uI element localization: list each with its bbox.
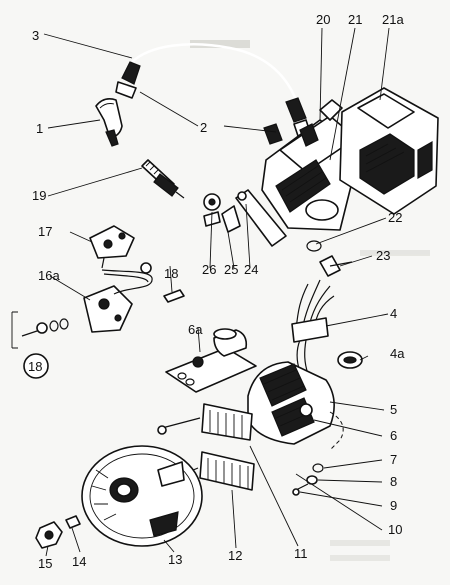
callout-1: 1 xyxy=(36,121,43,136)
washer xyxy=(312,463,324,473)
stator-plate xyxy=(247,361,344,451)
key xyxy=(65,515,81,529)
callout-15: 15 xyxy=(38,556,52,571)
nut xyxy=(35,521,63,549)
flywheel xyxy=(81,445,203,547)
callout-19: 19 xyxy=(32,188,46,203)
spark-plug-cap xyxy=(95,98,123,147)
callout-4a: 4a xyxy=(390,346,405,361)
grommet xyxy=(337,351,363,369)
spacer xyxy=(221,205,241,233)
callout-11: 11 xyxy=(294,546,308,561)
callout-23: 23 xyxy=(376,248,390,263)
callout-12: 12 xyxy=(228,548,242,563)
ring xyxy=(306,240,322,252)
nut-washer xyxy=(203,193,221,227)
callout-26: 26 xyxy=(202,262,216,277)
callout-24: 24 xyxy=(244,262,258,277)
screw xyxy=(292,483,309,496)
pole-shoe-left xyxy=(157,403,253,441)
screw-kit xyxy=(11,311,69,379)
callout-2: 2 xyxy=(200,120,207,135)
callout-8: 8 xyxy=(390,474,397,489)
callout-16a: 17 xyxy=(38,224,52,239)
callout-14: 14 xyxy=(72,554,86,569)
coil-cover xyxy=(339,87,439,215)
lubrication-felt xyxy=(163,289,185,303)
callout-17: 18 xyxy=(164,266,178,281)
cable-bundle xyxy=(291,279,335,375)
callout-4: 4 xyxy=(390,306,397,321)
contact-breaker-a xyxy=(89,225,135,269)
callout-6a: 6a xyxy=(188,322,203,337)
callout-3: 3 xyxy=(32,28,39,43)
callout-6: 6 xyxy=(390,428,397,443)
callout-25: 25 xyxy=(224,262,238,277)
callout-9: 9 xyxy=(390,498,397,513)
callout-5: 5 xyxy=(390,402,397,417)
callout-20: 20 xyxy=(316,12,330,27)
callout-13: 13 xyxy=(168,552,182,567)
lockwasher xyxy=(306,475,318,485)
bolt xyxy=(319,255,353,277)
callout-labels: 3 1 2 20 21 21a 19 17 16a 18 19 18 6a 26… xyxy=(28,12,405,571)
callout-16: 16a xyxy=(38,268,60,283)
condenser xyxy=(165,328,257,393)
callout-10: 10 xyxy=(388,522,402,537)
bracket xyxy=(235,189,287,247)
spark-plug xyxy=(141,159,185,199)
callout-22: 22 xyxy=(388,210,402,225)
contact-breaker xyxy=(83,262,153,333)
leader-lines xyxy=(43,27,390,557)
callout-7: 7 xyxy=(390,452,397,467)
callout-21a: 21a xyxy=(382,12,404,27)
ignition-cable xyxy=(131,43,298,101)
callout-18-circled: 18 xyxy=(28,359,42,374)
callout-21: 21 xyxy=(348,12,362,27)
cable-cap-upper xyxy=(115,61,141,99)
